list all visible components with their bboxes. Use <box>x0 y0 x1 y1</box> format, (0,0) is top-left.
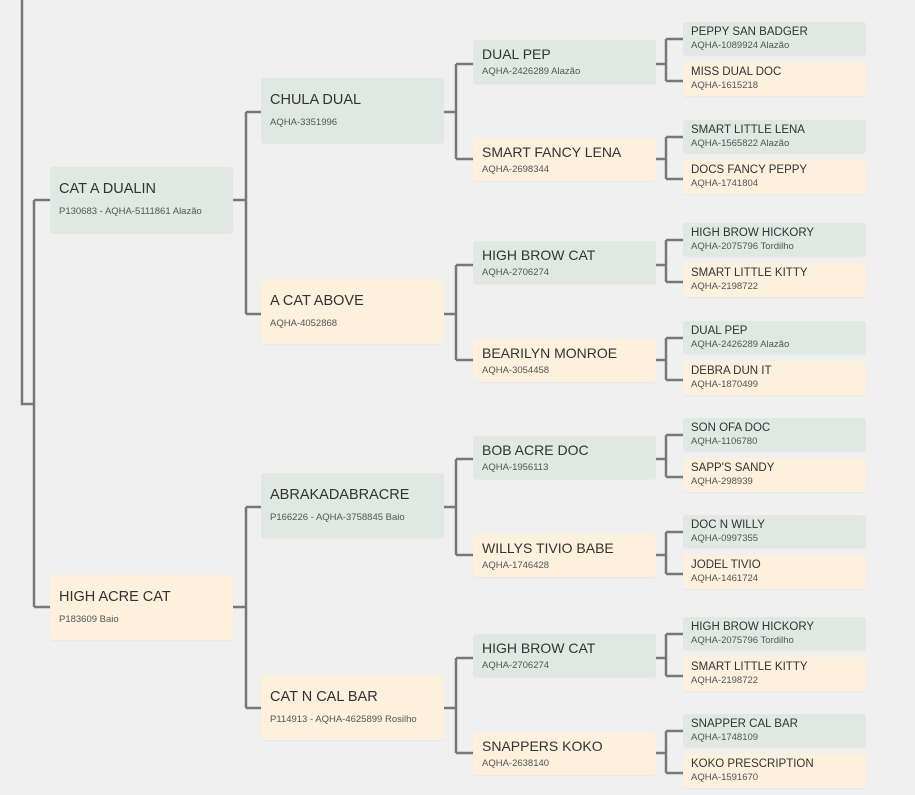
gen4-card[interactable]: SON OFA DOC AQHA-1106780 <box>683 418 866 451</box>
dam-sire-card[interactable]: ABRAKADABRACRE P166226 - AQHA-3758845 Ba… <box>261 473 444 538</box>
horse-name: JODEL TIVIO <box>691 559 761 571</box>
gen4-card[interactable]: KOKO PRESCRIPTION AQHA-1591670 <box>683 754 866 788</box>
horse-name: KOKO PRESCRIPTION <box>691 758 814 770</box>
horse-name: HIGH BROW CAT <box>482 640 596 656</box>
horse-name: PEPPY SAN BADGER <box>691 26 808 38</box>
horse-name: CAT A DUALIN <box>59 181 156 197</box>
horse-registration: AQHA-1870499 <box>691 379 759 390</box>
horse-name: SON OFA DOC <box>691 422 771 434</box>
horse-registration: AQHA-2198722 <box>691 281 759 292</box>
horse-name: DUAL PEP <box>482 46 551 62</box>
horse-registration: AQHA-2706274 <box>482 660 550 671</box>
horse-registration: AQHA-2426289 Alazão <box>691 339 790 350</box>
horse-registration: AQHA-1591670 <box>691 772 759 783</box>
horse-name: BEARILYN MONROE <box>482 345 618 361</box>
horse-registration: AQHA-2075796 Tordilho <box>691 635 794 646</box>
horse-name: DUAL PEP <box>691 325 748 337</box>
horse-registration: P166226 - AQHA-3758845 Baio <box>270 512 405 523</box>
gen4-card[interactable]: DOC N WILLY AQHA-0997355 <box>683 515 866 548</box>
horse-registration: AQHA-1956113 <box>482 462 549 473</box>
gen4-card[interactable]: DOCS FANCY PEPPY AQHA-1741804 <box>683 160 866 194</box>
dam-card[interactable]: HIGH ACRE CAT P183609 Baio <box>50 575 233 640</box>
horse-name: SMART LITTLE KITTY <box>691 661 808 673</box>
gen4-card[interactable]: PEPPY SAN BADGER AQHA-1089924 Alazão <box>683 22 866 55</box>
horse-registration: AQHA-2698344 <box>482 164 550 175</box>
horse-registration: AQHA-0997355 <box>691 533 759 544</box>
gen4-card[interactable]: SAPP'S SANDY AQHA-298939 <box>683 458 866 492</box>
horse-name: DEBRA DUN IT <box>691 365 772 377</box>
horse-registration: AQHA-3054458 <box>482 365 550 376</box>
horse-name: HIGH BROW CAT <box>482 247 596 263</box>
horse-name: A CAT ABOVE <box>270 293 364 309</box>
gen3-card[interactable]: SNAPPERS KOKO AQHA-2638140 <box>473 732 656 775</box>
horse-name: SNAPPER CAL BAR <box>691 718 798 730</box>
gen3-card[interactable]: WILLYS TIVIO BABE AQHA-1746428 <box>473 534 656 577</box>
horse-name: DOC N WILLY <box>691 519 765 531</box>
horse-registration: AQHA-2706274 <box>482 267 550 278</box>
horse-registration: AQHA-2075796 Tordilho <box>691 241 794 252</box>
horse-registration: AQHA-2638140 <box>482 758 550 769</box>
horse-name: MISS DUAL DOC <box>691 66 782 78</box>
dam-dam-card[interactable]: CAT N CAL BAR P114913 - AQHA-4625899 Ros… <box>261 675 444 740</box>
horse-name: SMART LITTLE LENA <box>691 124 805 136</box>
horse-name: DOCS FANCY PEPPY <box>691 164 808 176</box>
gen3-card[interactable]: HIGH BROW CAT AQHA-2706274 <box>473 241 656 284</box>
gen4-card[interactable]: HIGH BROW HICKORY AQHA-2075796 Tordilho <box>683 617 866 650</box>
horse-registration: AQHA-1106780 <box>691 436 758 447</box>
horse-registration: AQHA-1461724 <box>691 573 759 584</box>
sire-dam-card[interactable]: A CAT ABOVE AQHA-4052868 <box>261 279 444 344</box>
horse-name: SMART FANCY LENA <box>482 144 622 160</box>
horse-registration: P183609 Baio <box>59 614 119 625</box>
sire-sire-card[interactable]: CHULA DUAL AQHA-3351996 <box>261 78 444 143</box>
gen4-card[interactable]: SNAPPER CAL BAR AQHA-1748109 <box>683 714 866 747</box>
horse-name: HIGH ACRE CAT <box>59 589 171 605</box>
gen4-card[interactable]: MISS DUAL DOC AQHA-1615218 <box>683 62 866 96</box>
gen4-card[interactable]: DEBRA DUN IT AQHA-1870499 <box>683 361 866 395</box>
horse-name: HIGH BROW HICKORY <box>691 621 815 633</box>
horse-registration: P130683 - AQHA-5111861 Alazão <box>59 206 202 217</box>
horse-registration: AQHA-2426289 Alazão <box>482 66 581 77</box>
horse-name: SMART LITTLE KITTY <box>691 267 808 279</box>
horse-name: CHULA DUAL <box>270 92 362 108</box>
gen3-card[interactable]: BEARILYN MONROE AQHA-3054458 <box>473 339 656 382</box>
horse-registration: AQHA-3351996 <box>270 117 338 128</box>
gen3-card[interactable]: SMART FANCY LENA AQHA-2698344 <box>473 138 656 181</box>
horse-name: WILLYS TIVIO BABE <box>482 540 614 556</box>
gen3-card[interactable]: HIGH BROW CAT AQHA-2706274 <box>473 634 656 677</box>
horse-registration: AQHA-1746428 <box>482 560 550 571</box>
gen4-card[interactable]: SMART LITTLE KITTY AQHA-2198722 <box>683 657 866 691</box>
horse-name: BOB ACRE DOC <box>482 442 589 458</box>
horse-name: SNAPPERS KOKO <box>482 738 603 754</box>
gen4-card[interactable]: SMART LITTLE LENA AQHA-1565822 Alazão <box>683 120 866 153</box>
horse-name: SAPP'S SANDY <box>691 462 775 474</box>
gen4-card[interactable]: SMART LITTLE KITTY AQHA-2198722 <box>683 263 866 297</box>
horse-registration: AQHA-1089924 Alazão <box>691 40 790 51</box>
gen4-card[interactable]: DUAL PEP AQHA-2426289 Alazão <box>683 321 866 354</box>
sire-card[interactable]: CAT A DUALIN P130683 - AQHA-5111861 Alaz… <box>50 167 233 233</box>
gen3-card[interactable]: DUAL PEP AQHA-2426289 Alazão <box>473 40 656 84</box>
horse-registration: AQHA-2198722 <box>691 675 759 686</box>
horse-registration: AQHA-4052868 <box>270 318 338 329</box>
horse-registration: AQHA-298939 <box>691 476 753 487</box>
horse-registration: P114913 - AQHA-4625899 Rosilho <box>270 714 417 725</box>
gen4-card[interactable]: JODEL TIVIO AQHA-1461724 <box>683 555 866 589</box>
gen4-card[interactable]: HIGH BROW HICKORY AQHA-2075796 Tordilho <box>683 223 866 256</box>
horse-registration: AQHA-1565822 Alazão <box>691 138 790 149</box>
horse-registration: AQHA-1748109 <box>691 732 759 743</box>
horse-name: CAT N CAL BAR <box>270 689 378 705</box>
gen3-card[interactable]: BOB ACRE DOC AQHA-1956113 <box>473 436 656 479</box>
horse-name: ABRAKADABRACRE <box>270 487 410 503</box>
horse-name: HIGH BROW HICKORY <box>691 227 815 239</box>
horse-registration: AQHA-1615218 <box>691 80 759 91</box>
horse-registration: AQHA-1741804 <box>691 178 759 189</box>
